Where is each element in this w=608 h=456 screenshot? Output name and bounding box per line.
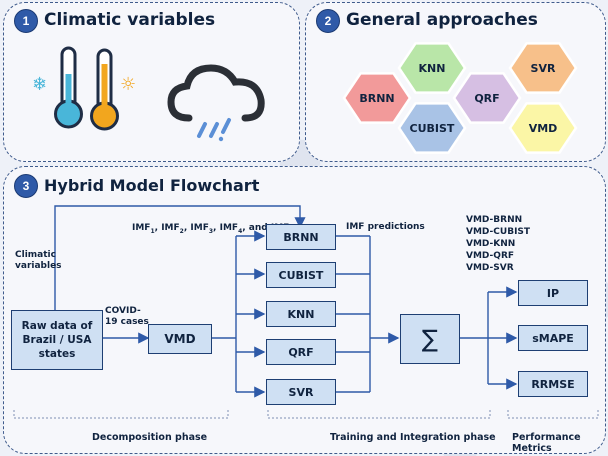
approach-hexagon-label: VMD xyxy=(529,122,558,135)
model-box-brnn: BRNN xyxy=(266,224,336,250)
hybrid-model-vmd-cubist: VMD-CUBIST xyxy=(466,227,531,237)
sum-box: ∑ xyxy=(400,314,460,364)
panel-3-badge: 3 xyxy=(14,174,38,198)
approach-hexagon-shape xyxy=(342,72,412,124)
metric-box-rrmse: RRMSE xyxy=(518,371,588,397)
approach-hexagon-cubist: CUBIST xyxy=(397,102,467,154)
approaches-hexagons: BRNN KNN CUBIST QRF SVR VMD xyxy=(342,42,578,154)
approach-hexagon-brnn: BRNN xyxy=(342,72,412,124)
approach-hexagon-vmd: VMD xyxy=(508,102,578,154)
panel-1-title: Climatic variables xyxy=(44,10,216,30)
approach-hexagon-label: KNN xyxy=(419,62,446,75)
approach-hexagon-shape xyxy=(452,72,522,124)
hybrid-model-vmd-knn: VMD-KNN xyxy=(466,239,516,249)
decomposition-phase-label: Decomposition phase xyxy=(92,432,208,443)
performance-metrics-label: Performance Metrics xyxy=(512,432,581,454)
approach-hexagon-label: BRNN xyxy=(359,92,394,105)
imf-predictions-label: IMF predictions xyxy=(346,222,425,232)
panel-3-title: Hybrid Model Flowchart xyxy=(44,176,260,195)
model-box-cubist: CUBIST xyxy=(266,262,336,288)
raw-data-box: Raw data of Brazil / USA states xyxy=(11,310,103,370)
covid-cases-label: COVID-19 cases xyxy=(105,306,149,327)
approach-hexagon-svr: SVR xyxy=(508,42,578,94)
approach-hexagon-shape xyxy=(508,102,578,154)
approach-hexagon-label: CUBIST xyxy=(410,122,455,135)
approach-hexagon-qrf: QRF xyxy=(452,72,522,124)
sun-icon: ☼ xyxy=(120,74,137,95)
approach-hexagon-label: QRF xyxy=(474,92,499,105)
model-box-knn: KNN xyxy=(266,301,336,327)
climatic-variables-label: Climatic variables xyxy=(15,250,62,271)
hybrid-model-vmd-svr: VMD-SVR xyxy=(466,263,514,273)
panel-2-badge: 2 xyxy=(316,9,340,33)
metric-box-ip: IP xyxy=(518,280,588,306)
training-phase-label: Training and Integration phase xyxy=(330,432,496,443)
snowflake-icon: ❄ xyxy=(32,74,48,95)
approach-hexagon-shape xyxy=(397,102,467,154)
panel-1-badge: 1 xyxy=(14,9,38,33)
thermometer-cold-icon xyxy=(54,46,83,129)
hybrid-model-vmd-brnn: VMD-BRNN xyxy=(466,215,523,225)
rain-cloud-icon xyxy=(167,64,265,142)
model-box-qrf: QRF xyxy=(266,339,336,365)
hybrid-model-vmd-qrf: VMD-QRF xyxy=(466,251,515,261)
panel-2-title: General approaches xyxy=(346,10,538,30)
approach-hexagon-knn: KNN xyxy=(397,42,467,94)
approach-hexagon-shape xyxy=(508,42,578,94)
metric-box-smape: sMAPE xyxy=(518,325,588,351)
approach-hexagon-label: SVR xyxy=(531,62,556,75)
thermometer-hot-icon xyxy=(90,48,119,131)
vmd-box: VMD xyxy=(148,324,212,354)
hybrid-models-list: VMD-BRNN VMD-CUBIST VMD-KNN VMD-QRF VMD-… xyxy=(466,214,530,274)
approach-hexagon-shape xyxy=(397,42,467,94)
model-box-svr: SVR xyxy=(266,379,336,405)
